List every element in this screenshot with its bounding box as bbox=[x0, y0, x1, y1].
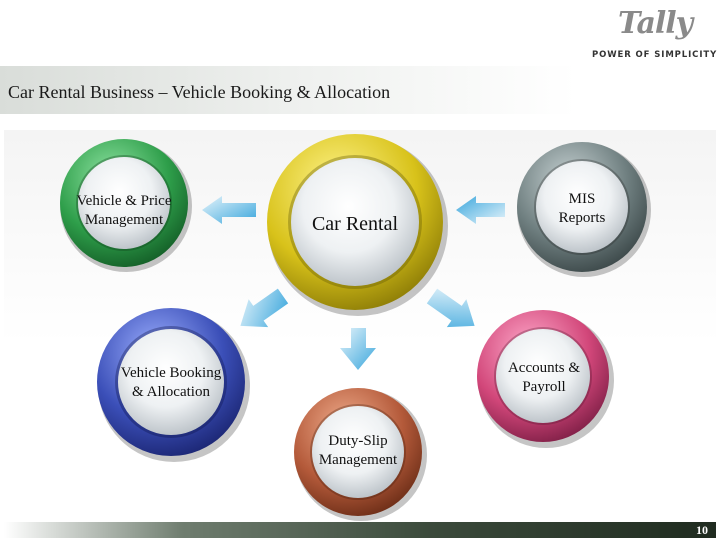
arrow-to-vehicle-booking bbox=[240, 288, 289, 328]
mis-line1: MIS bbox=[568, 191, 596, 207]
vehicle-booking-line2: & Allocation bbox=[132, 384, 210, 400]
arrow-to-accounts bbox=[426, 288, 475, 328]
accounts-line2: Payroll bbox=[522, 379, 566, 395]
mis-line2: Reports bbox=[558, 210, 606, 226]
duty-slip-line2: Management bbox=[318, 452, 398, 468]
vehicle-price-line1: Vehicle & Price bbox=[76, 193, 172, 209]
title-band: Car Rental Business – Vehicle Booking & … bbox=[0, 66, 720, 114]
vehicle-price-label: Vehicle & Price Management bbox=[64, 192, 184, 230]
accounts-label: Accounts & Payroll bbox=[494, 359, 594, 397]
accounts-line1: Accounts & bbox=[507, 360, 581, 376]
logo-wordmark: Tally bbox=[618, 6, 693, 41]
arrow-to-vehicle-price bbox=[202, 196, 256, 224]
duty-slip-label: Duty-Slip Management bbox=[308, 432, 408, 470]
vehicle-booking-node bbox=[97, 308, 250, 462]
mis-label: MIS Reports bbox=[542, 190, 622, 228]
vehicle-booking-line1: Vehicle Booking bbox=[120, 365, 222, 381]
mis-reports-node bbox=[517, 142, 651, 277]
accounts-payroll-node bbox=[477, 310, 614, 448]
arrow-to-duty-slip bbox=[340, 328, 376, 370]
page-number: 10 bbox=[696, 523, 708, 537]
page-title: Car Rental Business – Vehicle Booking & … bbox=[8, 82, 391, 102]
duty-slip-line1: Duty-Slip bbox=[328, 433, 388, 449]
vehicle-price-node bbox=[60, 139, 192, 272]
duty-slip-node bbox=[294, 388, 427, 521]
car-rental-line1: Car Rental bbox=[311, 213, 399, 235]
car-rental-label: Car Rental bbox=[290, 212, 420, 236]
tally-logo: Tally POWER OF SIMPLICITY bbox=[588, 6, 716, 64]
logo-tagline: POWER OF SIMPLICITY bbox=[592, 50, 718, 60]
vehicle-price-line2: Management bbox=[84, 212, 164, 228]
arrow-to-mis bbox=[456, 196, 505, 224]
car-rental-node bbox=[267, 134, 448, 316]
vehicle-booking-label: Vehicle Booking & Allocation bbox=[110, 364, 232, 402]
footer-bar: 10 bbox=[4, 522, 716, 538]
